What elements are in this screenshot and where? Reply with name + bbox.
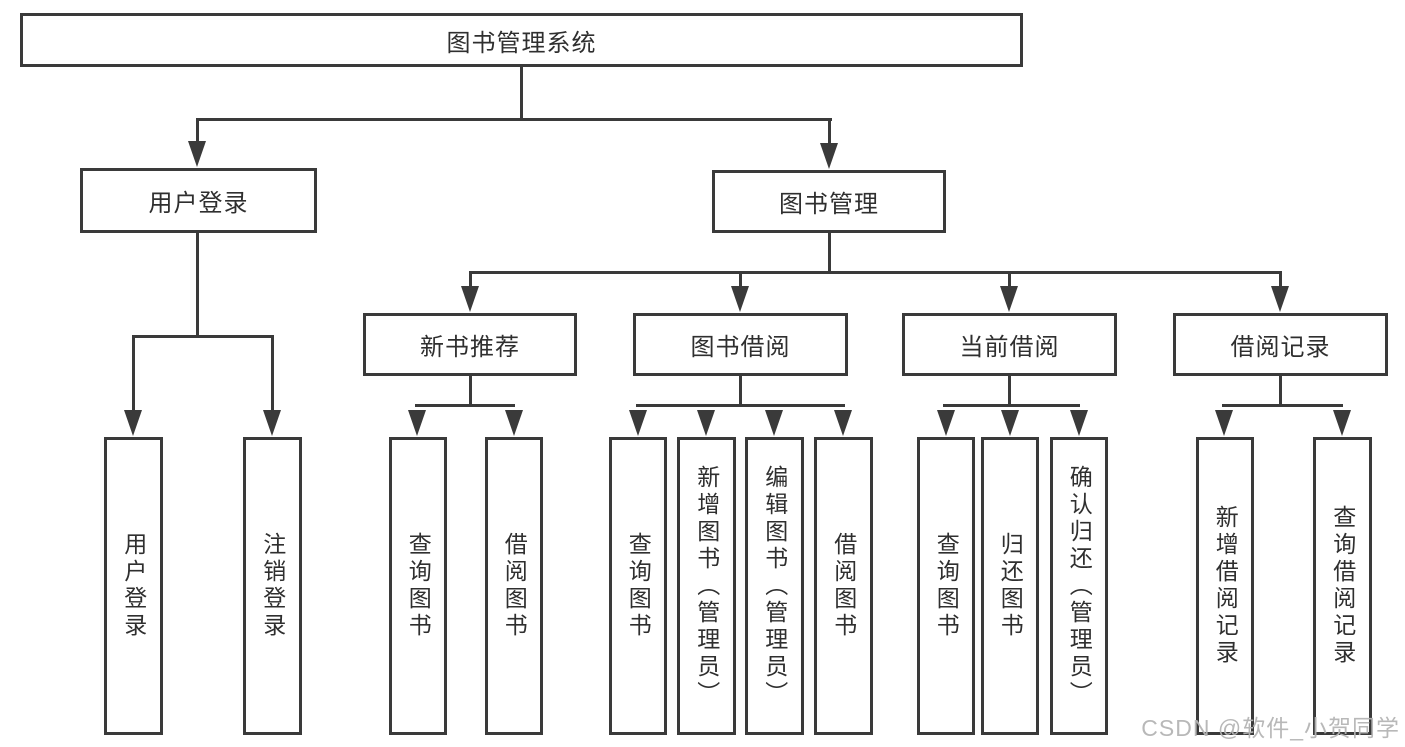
arrowhead-down-icon [629,410,647,436]
leaf-user-login: 用户登录 [104,437,163,735]
leaf-recommend-query-books: 查询图书 [389,437,447,735]
leaf-label: 查询借阅记录 [1329,505,1356,667]
arrowhead-down-icon [1333,410,1351,436]
leaf-label: 注销登录 [259,532,286,640]
leaf-label: 借阅图书 [830,532,857,640]
leaf-edit-books-admin: 编辑图书（管理员） [745,437,804,735]
leaf-label: 新增借阅记录 [1212,505,1239,667]
connector-level3-stub [1279,271,1282,291]
node-new-book-recommend: 新书推荐 [363,313,577,376]
connector-group1-stem [469,375,472,407]
connector-group3-stem [1008,375,1011,407]
leaf-query-borrow-record: 查询借阅记录 [1313,437,1372,735]
connector-level3-stub [469,271,472,291]
connector-level3-stub [1008,271,1011,291]
arrowhead-down-icon [697,410,715,436]
leaf-label: 归还图书 [997,532,1024,640]
leaf-label: 用户登录 [120,532,147,640]
connector-mgmt-stem [828,232,831,273]
arrowhead-down-icon [1271,286,1289,312]
connector-group2-bar [636,404,845,407]
arrowhead-down-icon [408,410,426,436]
arrowhead-down-icon [834,410,852,436]
connector-level2-stub-right [828,118,831,148]
connector-group4-stem [1279,375,1282,407]
arrowhead-down-icon [263,410,281,436]
arrowhead-down-icon [188,141,206,167]
leaf-label: 查询图书 [625,532,652,640]
node-book-management-branch: 图书管理 [712,170,946,233]
leaf-borrow-books: 借阅图书 [814,437,873,735]
connector-level3-stub [739,271,742,291]
leaf-current-query-books: 查询图书 [917,437,975,735]
arrowhead-down-icon [937,410,955,436]
arrowhead-down-icon [820,143,838,169]
connector-level2-bar [196,118,832,121]
leaf-logout: 注销登录 [243,437,302,735]
connector-level2-stub-left [196,118,199,146]
connector-level3-bar [469,271,1281,274]
arrowhead-down-icon [461,286,479,312]
node-borrow-records: 借阅记录 [1173,313,1388,376]
leaf-add-borrow-record: 新增借阅记录 [1196,437,1254,735]
leaf-recommend-borrow-books: 借阅图书 [485,437,543,735]
arrowhead-down-icon [124,410,142,436]
arrowhead-down-icon [1070,410,1088,436]
leaf-add-books-admin: 新增图书（管理员） [677,437,736,735]
connector-user-stem [196,232,199,337]
arrowhead-down-icon [731,286,749,312]
leaf-label: 查询图书 [933,532,960,640]
leaf-return-books: 归还图书 [981,437,1039,735]
connector-user-drop-right [271,335,274,413]
node-library-system: 图书管理系统 [20,13,1023,67]
connector-group4-bar [1222,404,1343,407]
csdn-watermark: CSDN @软件_小贺同学 [1141,715,1400,741]
connector-group3-bar [943,404,1080,407]
arrowhead-down-icon [1001,410,1019,436]
connector-group2-stem [739,375,742,407]
leaf-borrow-query-books: 查询图书 [609,437,667,735]
leaf-confirm-return-admin: 确认归还（管理员） [1050,437,1108,735]
arrowhead-down-icon [1215,410,1233,436]
connector-user-drop-left [132,335,135,413]
connector-group1-bar [415,404,515,407]
leaf-label: 新增图书（管理员） [693,464,720,708]
connector-root-stem [520,66,523,120]
connector-user-bar [132,335,274,338]
node-user-login-branch: 用户登录 [80,168,317,233]
leaf-label: 编辑图书（管理员） [761,464,788,708]
arrowhead-down-icon [1000,286,1018,312]
leaf-label: 借阅图书 [501,532,528,640]
arrowhead-down-icon [505,410,523,436]
leaf-label: 查询图书 [405,532,432,640]
node-current-borrowing: 当前借阅 [902,313,1117,376]
arrowhead-down-icon [765,410,783,436]
leaf-label: 确认归还（管理员） [1066,464,1093,708]
node-book-borrowing: 图书借阅 [633,313,848,376]
